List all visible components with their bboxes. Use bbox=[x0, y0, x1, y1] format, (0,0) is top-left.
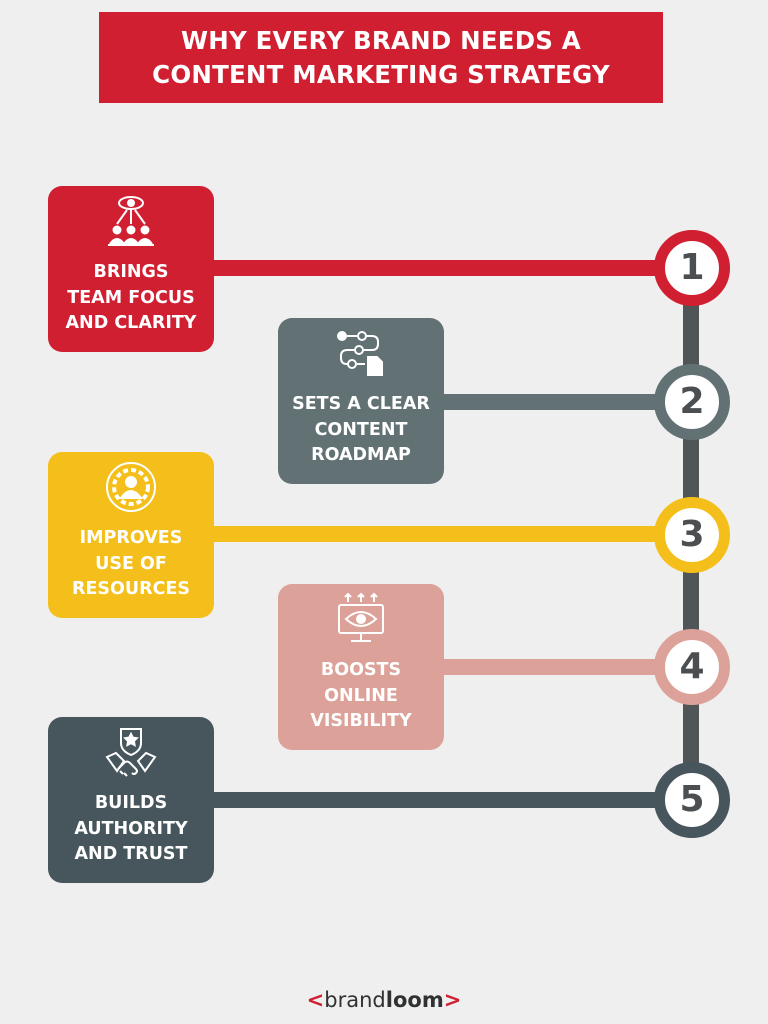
connector-line-1 bbox=[212, 260, 682, 276]
title-line-2: CONTENT MARKETING STRATEGY bbox=[152, 59, 610, 89]
handshake-shield-icon bbox=[104, 725, 158, 779]
team-focus-eye-icon bbox=[104, 194, 158, 248]
step-card-4: BOOSTS ONLINE VISIBILITY bbox=[278, 584, 444, 750]
resource-gear-person-icon bbox=[104, 460, 158, 514]
step-label-1: BRINGS TEAM FOCUS AND CLARITY bbox=[65, 262, 197, 333]
logo-text-bold: loom bbox=[385, 988, 444, 1012]
roadmap-flow-icon bbox=[334, 326, 388, 380]
title-banner: WHY EVERY BRAND NEEDS A CONTENT MARKETIN… bbox=[99, 12, 663, 103]
title-line-1: WHY EVERY BRAND NEEDS A bbox=[181, 25, 581, 55]
step-number-4: 4 bbox=[654, 629, 730, 705]
brand-logo: <brandloom> bbox=[0, 988, 768, 1012]
step-number-2: 2 bbox=[654, 364, 730, 440]
step-number-1: 1 bbox=[654, 230, 730, 306]
step-label-3: IMPROVES USE OF RESOURCES bbox=[72, 528, 190, 599]
logo-bracket-open: < bbox=[306, 988, 325, 1012]
step-card-5: BUILDS AUTHORITY AND TRUST bbox=[48, 717, 214, 883]
step-number-3: 3 bbox=[654, 497, 730, 573]
monitor-eye-icon bbox=[334, 592, 388, 646]
step-card-3: IMPROVES USE OF RESOURCES bbox=[48, 452, 214, 618]
logo-bracket-close: > bbox=[443, 988, 462, 1012]
logo-text-light: brand bbox=[324, 988, 386, 1012]
connector-line-4 bbox=[442, 659, 682, 675]
step-label-2: SETS A CLEAR CONTENT ROADMAP bbox=[292, 394, 430, 465]
step-number-5: 5 bbox=[654, 762, 730, 838]
step-card-1: BRINGS TEAM FOCUS AND CLARITY bbox=[48, 186, 214, 352]
step-label-5: BUILDS AUTHORITY AND TRUST bbox=[74, 793, 188, 864]
connector-line-3 bbox=[212, 526, 682, 542]
connector-line-2 bbox=[442, 394, 682, 410]
connector-line-5 bbox=[212, 792, 682, 808]
step-label-4: BOOSTS ONLINE VISIBILITY bbox=[310, 660, 412, 731]
step-card-2: SETS A CLEAR CONTENT ROADMAP bbox=[278, 318, 444, 484]
